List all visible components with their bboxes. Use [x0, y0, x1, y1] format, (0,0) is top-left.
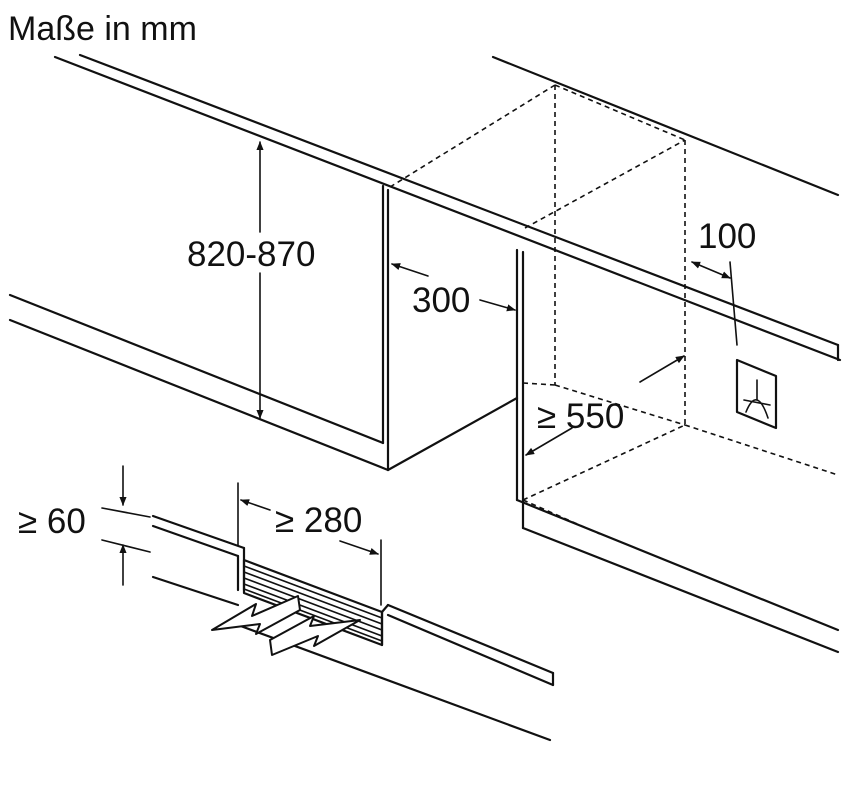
dimension-depth	[391, 263, 516, 312]
diagram-title: Maße in mm	[8, 10, 197, 48]
dimension-plinth-height	[101, 465, 151, 586]
airflow-arrows-icon	[211, 595, 361, 656]
dimension-vent-width	[237, 482, 382, 606]
dimension-side-offset	[691, 261, 738, 346]
dimension-depth-label: 300	[412, 281, 470, 320]
dimension-side-offset-label: 100	[698, 217, 756, 256]
power-socket-icon	[735, 358, 778, 430]
niche-volume-dashed	[389, 84, 839, 535]
dimension-plinth-height-label: ≥ 60	[18, 502, 86, 541]
dimension-min-depth-label: ≥ 550	[537, 397, 624, 436]
dimension-height-label: 820-870	[187, 235, 315, 274]
dimension-min-depth	[525, 355, 685, 456]
left-cabinet	[8, 184, 390, 472]
worktop	[53, 53, 842, 362]
dimension-vent-width-label: ≥ 280	[275, 501, 362, 540]
back-wall-line	[491, 55, 840, 197]
niche-opening	[386, 248, 840, 654]
plinth	[151, 514, 555, 742]
